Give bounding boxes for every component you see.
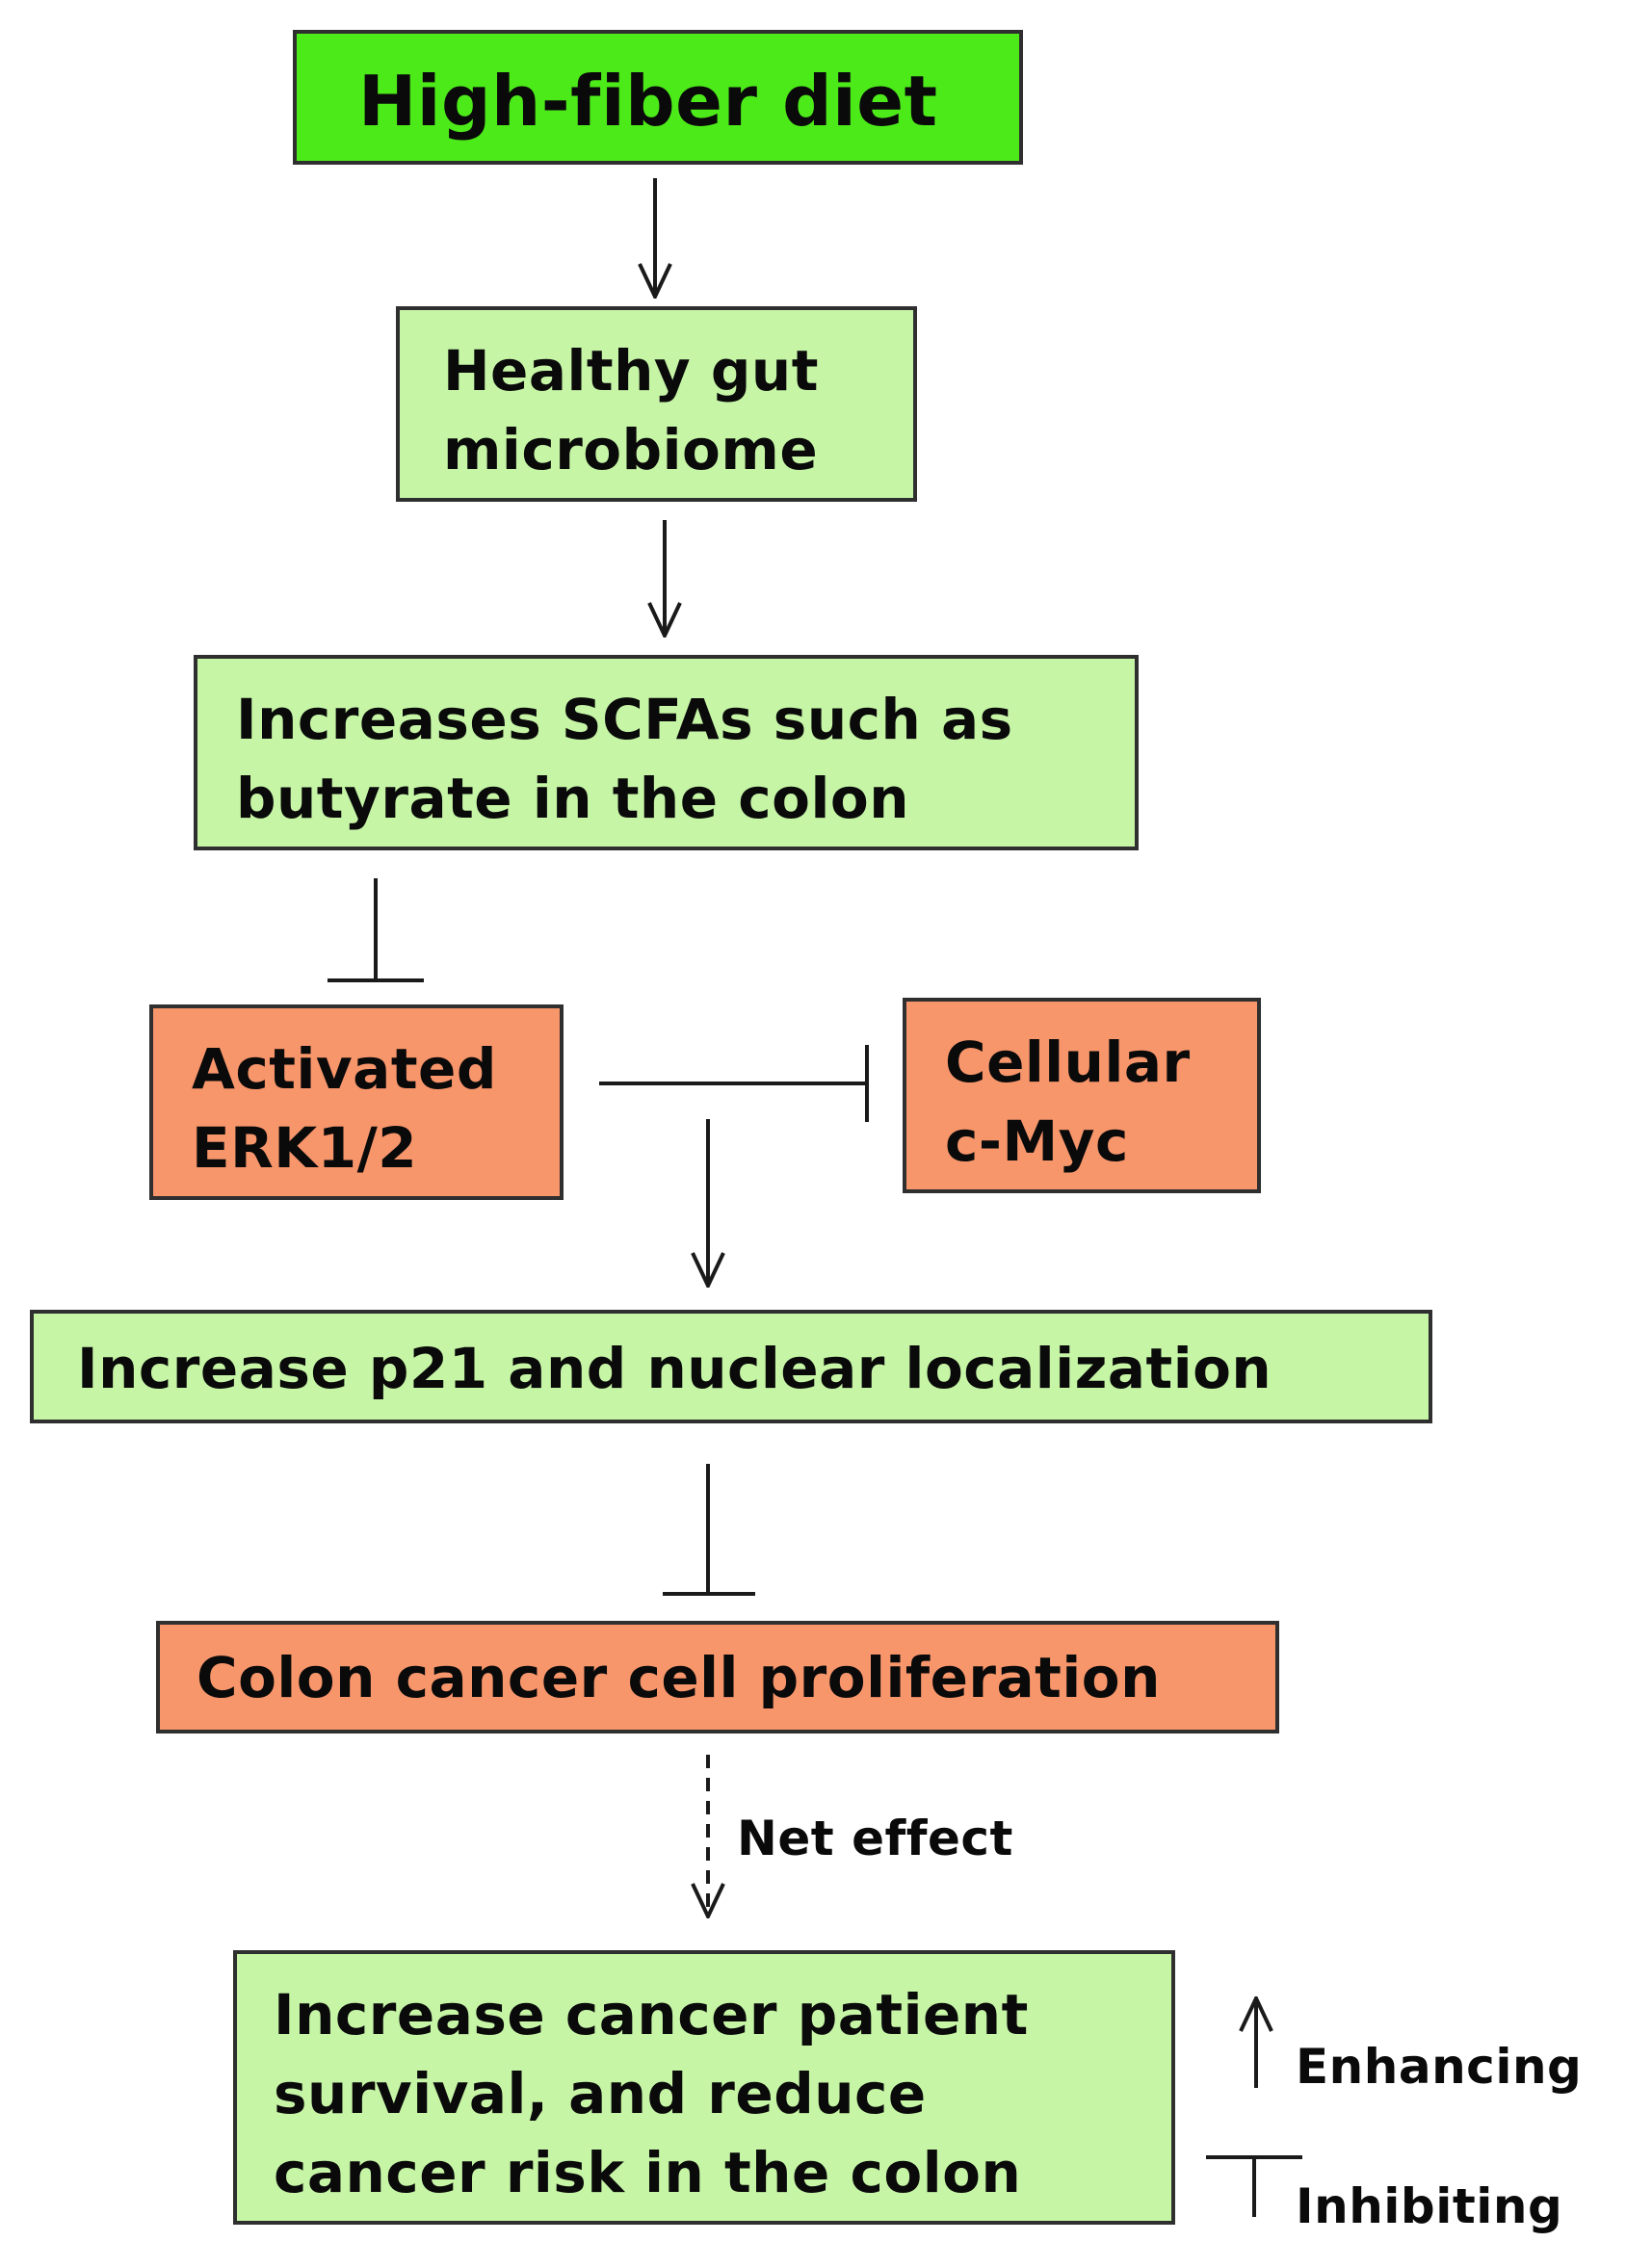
node-healthy-gut-microbiome: Healthy gut microbiome — [396, 306, 917, 502]
node-colon-cancer-proliferation: Colon cancer cell proliferation — [156, 1621, 1279, 1734]
node-increase-survival: Increase cancer patient survival, and re… — [233, 1950, 1175, 2225]
node-erk-line-2: ERK1/2 — [192, 1115, 418, 1181]
node-high-fiber-diet-label: High-fiber diet — [358, 61, 938, 142]
node-survival-line-1: Increase cancer patient — [274, 1982, 1029, 2047]
node-p21-label: Increase p21 and nuclear localization — [77, 1336, 1272, 1401]
legend-inhibiting-label: Inhibiting — [1296, 2178, 1563, 2234]
node-cellular-cmyc: Cellular c-Myc — [903, 998, 1261, 1193]
node-cmyc-line-1: Cellular — [945, 1030, 1191, 1095]
node-proliferation-label: Colon cancer cell proliferation — [197, 1645, 1161, 1710]
inhibition-scfa-to-erk — [328, 878, 424, 982]
legend-inhibiting-tbar-icon — [1206, 2155, 1302, 2217]
node-survival-line-3: cancer risk in the colon — [274, 2140, 1022, 2205]
legend-enhancing-label: Enhancing — [1296, 2039, 1583, 2095]
inhibition-p21-to-proliferation — [663, 1464, 755, 1596]
node-healthy-gut-line-1: Healthy gut — [443, 338, 819, 404]
net-effect-label: Net effect — [737, 1811, 1013, 1866]
node-scfa-line-2: butyrate in the colon — [236, 766, 909, 831]
node-increases-scfas: Increases SCFAs such as butyrate in the … — [194, 655, 1139, 850]
node-erk-line-1: Activated — [192, 1036, 497, 1102]
node-high-fiber-diet: High-fiber diet — [293, 30, 1023, 165]
node-healthy-gut-line-2: microbiome — [443, 417, 819, 482]
node-increase-p21: Increase p21 and nuclear localization — [30, 1310, 1432, 1423]
node-scfa-line-1: Increases SCFAs such as — [236, 687, 1013, 752]
inhibition-erk-to-cmyc — [599, 1045, 869, 1122]
node-cmyc-line-2: c-Myc — [945, 1108, 1129, 1174]
node-activated-erk: Activated ERK1/2 — [149, 1004, 564, 1200]
node-survival-line-2: survival, and reduce — [274, 2061, 927, 2126]
